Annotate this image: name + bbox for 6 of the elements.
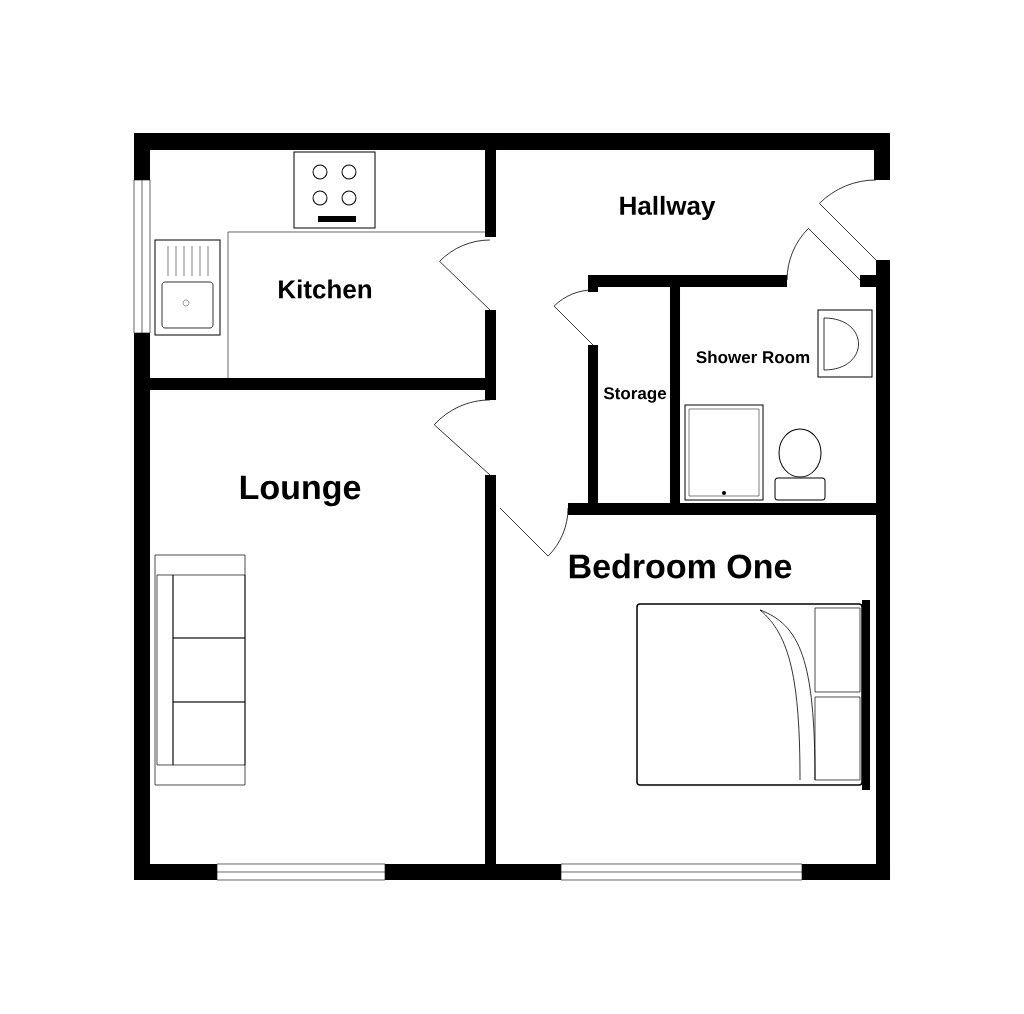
room-label: Bedroom One [569, 553, 792, 579]
room-label: Hallway [620, 195, 716, 221]
room-label: Kitchen [279, 279, 372, 299]
room-label: Lounge [240, 475, 361, 507]
room-label: Shower Room [696, 350, 810, 364]
room-label: Storage [603, 387, 667, 403]
